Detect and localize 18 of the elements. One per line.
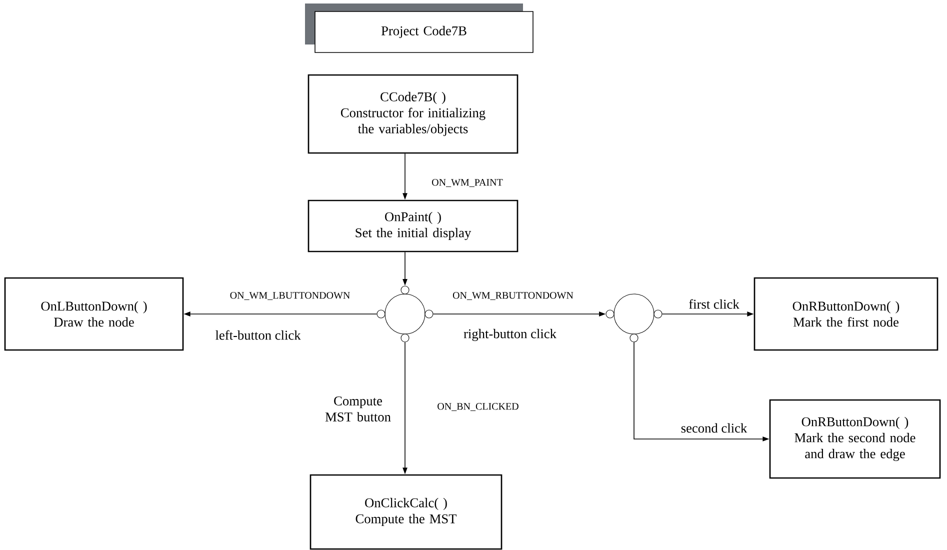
edge-label: ON_WM_LBUTTONDOWN [230, 292, 350, 300]
edge-label: ON_BN_CLICKED [438, 403, 518, 411]
process-box: CCode7B( ) Constructor for initializing the variables/objects [308, 74, 518, 154]
process-box: OnPaint( ) Set the initial display [308, 200, 518, 252]
process-box: OnRButtonDown( ) Mark the first node [754, 277, 938, 351]
note-label: left-button click [216, 330, 301, 340]
process-box: OnLButtonDown( ) Draw the node [4, 277, 184, 351]
edge-label: ON_WM_RBUTTONDOWN [452, 292, 574, 300]
junction-circle [384, 294, 426, 334]
shadowed-title-box: Project Code7B [305, 3, 534, 53]
note-label: Compute MST button [325, 396, 391, 422]
edge-label: second click [681, 423, 748, 433]
edge-label: first click [689, 299, 740, 309]
process-box: OnRButtonDown( ) Mark the second node and draw the edge [769, 399, 941, 479]
note-label: right-button click [464, 328, 556, 342]
junction-circle [614, 294, 654, 334]
process-box: OnClickCalc( ) Compute the MST [310, 474, 502, 550]
edge-label: ON_WM_PAINT [432, 179, 503, 187]
